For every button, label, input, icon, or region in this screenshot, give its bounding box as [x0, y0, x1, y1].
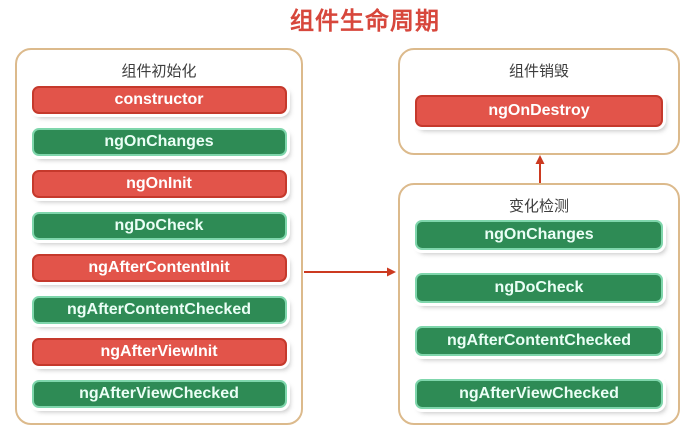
page-title: 组件生命周期	[290, 8, 440, 35]
arrow-up-icon	[535, 155, 545, 183]
panel-change-detection: 变化检测 ngOnChanges ngDoCheck ngAfterConten…	[398, 183, 680, 425]
panel-destroy-header: 组件销毁	[508, 63, 569, 80]
lifecycle-hook-ngafterviewinit: ngAfterViewInit	[31, 338, 287, 366]
panel-initialization-header: 组件初始化	[121, 63, 197, 80]
lifecycle-hook-ngoninit: ngOnInit	[31, 170, 287, 198]
lifecycle-hook-ngdocheck: ngDoCheck	[31, 212, 287, 240]
lifecycle-hook-constructor: constructor	[31, 86, 287, 114]
lifecycle-hook-cd-ngaftercontentchecked: ngAfterContentChecked	[415, 326, 663, 356]
lifecycle-hook-ngondestroy: ngOnDestroy	[415, 95, 663, 127]
lifecycle-hook-cd-ngafterviewchecked: ngAfterViewChecked	[415, 379, 663, 409]
arrow-right-icon	[304, 267, 396, 277]
panel-change-detection-header: 变化检测	[508, 198, 569, 215]
lifecycle-hook-cd-ngonchanges: ngOnChanges	[415, 220, 663, 250]
lifecycle-hook-cd-ngdocheck: ngDoCheck	[415, 273, 663, 303]
lifecycle-hook-ngaftercontentinit: ngAfterContentInit	[31, 254, 287, 282]
lifecycle-hook-ngonchanges: ngOnChanges	[31, 128, 287, 156]
lifecycle-hook-ngaftercontentchecked: ngAfterContentChecked	[31, 296, 287, 324]
lifecycle-hook-ngafterviewchecked: ngAfterViewChecked	[31, 380, 287, 408]
panel-destroy: 组件销毁 ngOnDestroy	[398, 48, 680, 155]
panel-initialization: 组件初始化 constructor ngOnChanges ngOnInit n…	[15, 48, 303, 425]
